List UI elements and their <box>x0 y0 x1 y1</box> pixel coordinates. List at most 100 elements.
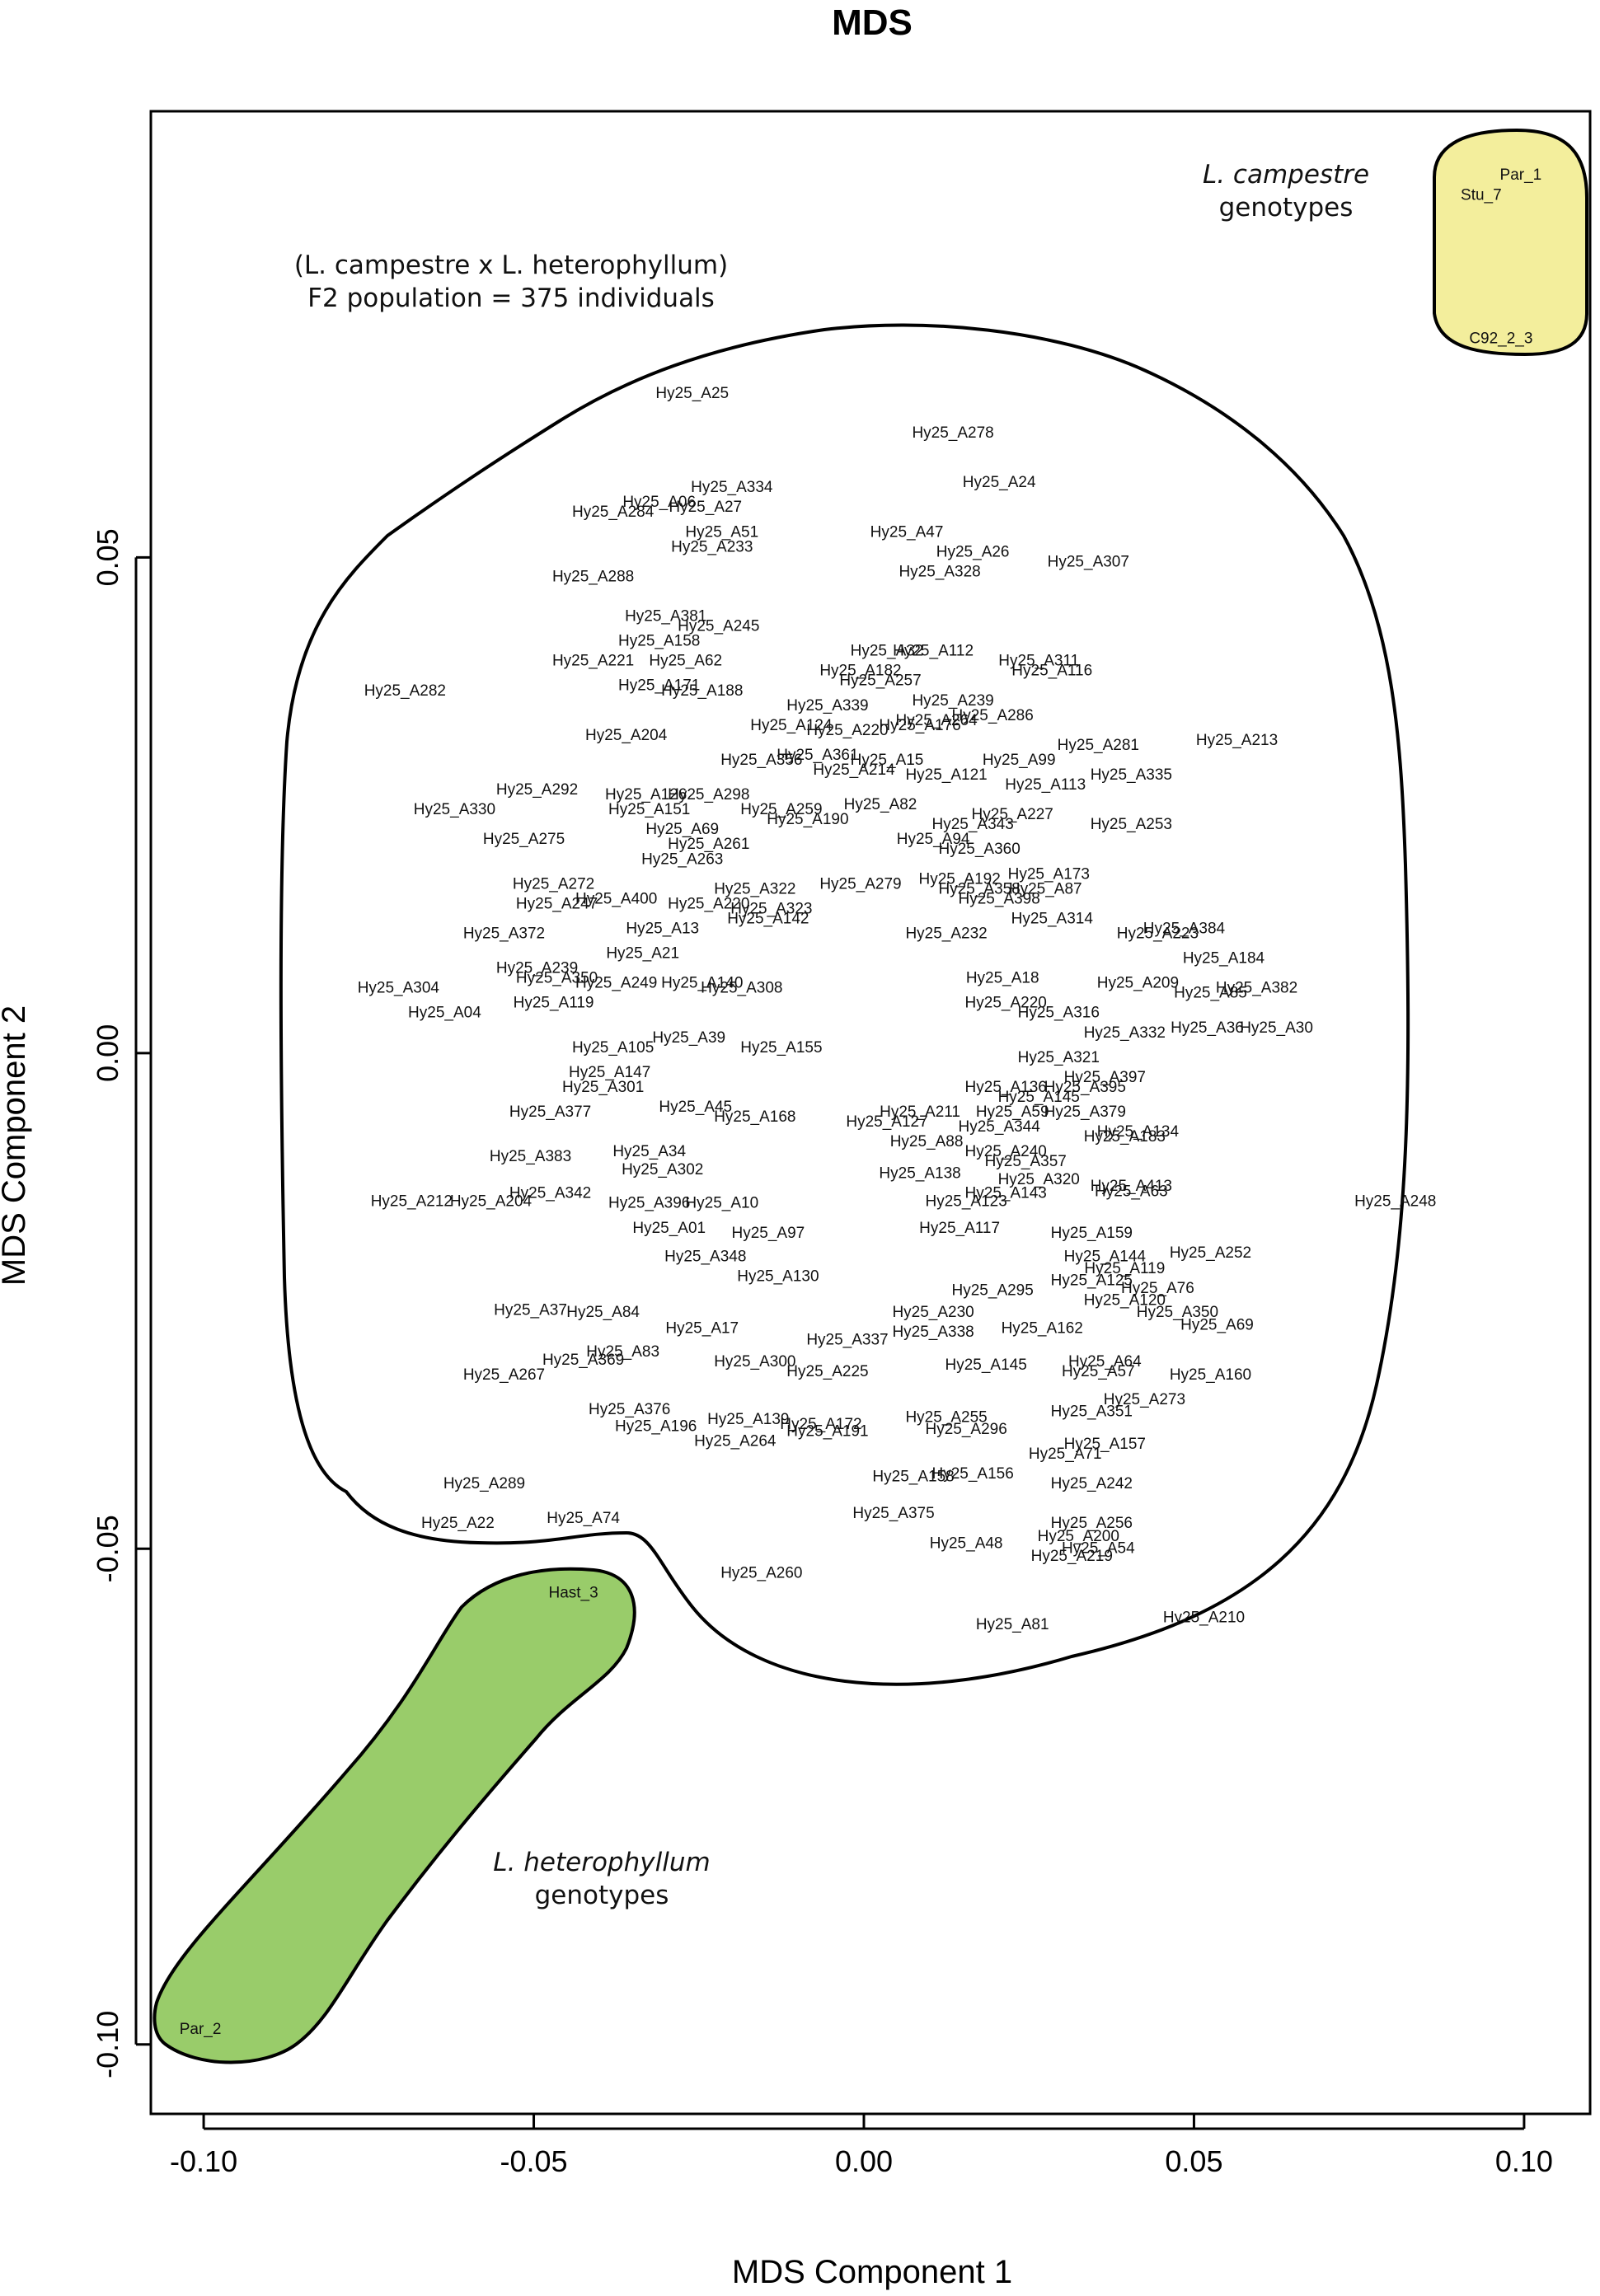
f2-point-label: Hy25_A372 <box>463 925 545 942</box>
f2-point-label: Hy25_A158 <box>872 1469 954 1486</box>
f2-point-label: Hy25_A87 <box>1009 880 1082 897</box>
f2-point-label: Hy25_A273 <box>1104 1391 1185 1408</box>
f2-point-label: Hy25_A155 <box>740 1039 822 1057</box>
f2-point-label: Hy25_A358 <box>939 880 1021 897</box>
f2-point-label: Hy25_A196 <box>615 1417 697 1435</box>
f2-point-label: Hy25_A311 <box>998 653 1079 670</box>
f2-point-label: Hy25_A239 <box>496 960 578 977</box>
f2-point-label: Hy25_A156 <box>931 1465 1013 1483</box>
f2-point-label: Hy25_A97 <box>731 1225 805 1242</box>
x-tick-label: -0.05 <box>500 2144 568 2178</box>
parent-point-label: Hast_3 <box>548 1584 598 1601</box>
f2-point-label: Hy25_A320 <box>998 1171 1080 1188</box>
population-count-label: F2 population = 375 individuals <box>307 283 715 313</box>
f2-point-label: Hy25_A307 <box>1048 553 1129 570</box>
f2-point-label: Hy25_A292 <box>496 781 578 799</box>
f2-point-label: Hy25_A350 <box>1137 1304 1218 1321</box>
f2-point-label: Hy25_A210 <box>1163 1610 1245 1627</box>
f2-point-label: Hy25_A119 <box>1084 1260 1165 1277</box>
f2-point-label: Hy25_A116 <box>1011 663 1092 680</box>
chart-title: MDS <box>832 2 913 43</box>
f2-point-label: Hy25_A344 <box>959 1118 1041 1136</box>
f2-point-label: Hy25_A382 <box>1216 980 1297 997</box>
f2-point-label: Hy25_A83 <box>586 1343 659 1361</box>
f2-point-label: Hy25_A173 <box>1008 865 1090 883</box>
f2-point-label: Hy25_A282 <box>364 682 446 700</box>
f2-point-label: Hy25_A223 <box>1117 925 1199 942</box>
plot-area-frame <box>149 110 1592 2116</box>
f2-point-label: Hy25_A183 <box>1084 1128 1166 1146</box>
f2-point-label: Hy25_A328 <box>899 563 980 580</box>
f2-point-label: Hy25_A32 <box>851 643 924 660</box>
f2-point-label: Hy25_A351 <box>1051 1403 1133 1420</box>
parent-point-label: Par_1 <box>1500 166 1542 184</box>
f2-point-label: Hy25_A147 <box>569 1064 650 1081</box>
f2-point-label: Hy25_A256 <box>1051 1515 1133 1532</box>
f2-point-label: Hy25_A204 <box>450 1193 533 1210</box>
f2-point-label: Hy25_A145 <box>998 1089 1080 1106</box>
f2-point-label: Hy25_A45 <box>659 1099 732 1116</box>
f2-point-label: Hy25_A139 <box>707 1411 789 1428</box>
f2-point-label: Hy25_A184 <box>1183 950 1265 968</box>
f2-point-label: Hy25_A361 <box>777 747 858 764</box>
f2-point-label: Hy25_A314 <box>1011 910 1094 927</box>
parent-point-label: Stu_7 <box>1461 186 1502 204</box>
f2-point-label: Hy25_A260 <box>720 1564 802 1581</box>
f2-point-label: Hy25_A74 <box>547 1510 620 1527</box>
f2-point-label: Hy25_A160 <box>1170 1366 1251 1384</box>
f2-point-label: Hy25_A240 <box>965 1143 1047 1160</box>
y-tick-label: 0.00 <box>91 1024 124 1082</box>
f2-point-label: Hy25_A286 <box>952 707 1034 724</box>
f2-point-label: Hy25_A230 <box>892 1304 974 1321</box>
f2-point-label: Hy25_A158 <box>618 633 700 650</box>
f2-point-label: Hy25_A233 <box>671 538 753 555</box>
f2-point-label: Hy25_A342 <box>509 1185 591 1202</box>
f2-point-label: Hy25_A249 <box>575 975 657 992</box>
annotations: L. campestre genotypes (L. campestre x L… <box>294 160 1369 1910</box>
f2-point-label: Hy25_A39 <box>652 1029 725 1047</box>
f2-point-label: Hy25_A384 <box>1143 920 1226 937</box>
f2-point-label: Hy25_A289 <box>443 1475 525 1492</box>
f2-point-label: Hy25_A350 <box>516 970 598 987</box>
f2-point-label: Hy25_A376 <box>589 1401 670 1418</box>
f2-point-label: Hy25_A117 <box>919 1220 1000 1237</box>
f2-point-label: Hy25_A400 <box>575 890 657 907</box>
f2-point-label: Hy25_A302 <box>622 1161 703 1178</box>
f2-point-label: Hy25_A27 <box>669 499 742 516</box>
group-hulls <box>152 128 1588 2064</box>
f2-point-label: Hy25_A242 <box>1051 1475 1133 1492</box>
f2-point-label: Hy25_A245 <box>678 618 759 635</box>
x-axis-title: MDS Component 1 <box>732 2254 1012 2290</box>
f2-point-label: Hy25_A332 <box>1084 1024 1166 1042</box>
f2-point-label: Hy25_A321 <box>1018 1049 1100 1066</box>
f2-point-label: Hy25_A34 <box>612 1143 686 1160</box>
f2-point-label: Hy25_A162 <box>1002 1319 1083 1337</box>
f2-point-label: Hy25_A125 <box>1051 1272 1133 1290</box>
population-label: (L. campestre x L. heterophyllum) <box>294 251 728 280</box>
f2-point-label: Hy25_A379 <box>1044 1103 1126 1121</box>
x-tick-label: 0.00 <box>835 2144 893 2178</box>
f2-point-label: Hy25_A212 <box>371 1193 453 1210</box>
heterophyllum-group-label-2: genotypes <box>535 1881 669 1910</box>
f2-point-label: Hy25_A214 <box>813 761 895 779</box>
f2-point-label: Hy25_A172 <box>780 1416 861 1433</box>
f2-point-label: Hy25_A144 <box>1064 1249 1147 1266</box>
parent-point-label: Par_2 <box>180 2021 222 2038</box>
f2-point-label: Hy25_A284 <box>572 504 655 521</box>
f2-point-label: Hy25_A123 <box>925 1193 1006 1210</box>
f2-point-label: Hy25_A81 <box>976 1616 1049 1633</box>
f2-point-label: Hy25_A209 <box>1097 975 1179 992</box>
f2-point-label: Hy25_A334 <box>691 479 773 496</box>
f2-point-label: Hy25_A10 <box>685 1195 758 1212</box>
f2-point-label: Hy25_A120 <box>1084 1292 1166 1310</box>
f2-point-label: Hy25_A360 <box>939 841 1021 858</box>
f2-point-label: Hy25_A192 <box>918 870 1000 888</box>
f2-point-label: Hy25_A24 <box>963 474 1036 491</box>
f2-point-label: Hy25_A377 <box>509 1103 591 1121</box>
f2-point-label: Hy25_A396 <box>608 1195 690 1212</box>
f2-point-label: Hy25_A157 <box>1064 1436 1146 1453</box>
f2-point-label: Hy25_A337 <box>806 1332 888 1349</box>
f2-point-label: Hy25_A330 <box>414 801 495 818</box>
f2-point-label: Hy25_A48 <box>930 1535 1003 1552</box>
